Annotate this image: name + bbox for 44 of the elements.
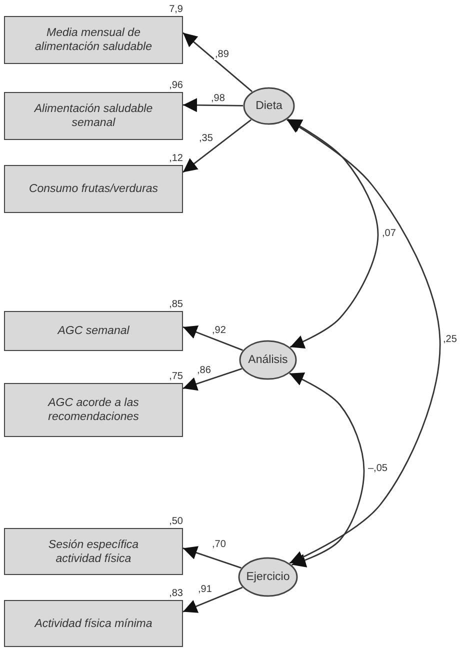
variable-label: Actividad física mínima: [33, 616, 154, 630]
variable-box: [4, 600, 183, 647]
coefficient-label: –,05: [367, 463, 388, 474]
coefficient-label: ,07: [381, 228, 397, 239]
variance-value: ,83: [169, 588, 183, 599]
variance-value: ,85: [169, 299, 183, 310]
variance-value: ,96: [169, 80, 183, 91]
variable-box: [4, 92, 183, 140]
variance-value: ,12: [169, 153, 183, 164]
variable-label: Media mensual de alimentación saludable: [34, 26, 153, 54]
variable-box: [4, 16, 183, 64]
arrow: [182, 32, 253, 92]
variable-label: Alimentación saludable semanal: [33, 102, 154, 130]
coefficient-label: ,92: [211, 325, 227, 336]
coefficient-label: ,86: [196, 365, 212, 376]
arrow: [182, 326, 243, 351]
factor-label: Dieta: [256, 100, 282, 112]
arrow: [183, 98, 244, 112]
variable-label: AGC semanal: [56, 324, 130, 338]
arrow: [182, 368, 242, 391]
coefficient-label: ,35: [198, 133, 214, 144]
arrow: [182, 119, 252, 173]
variance-value: ,50: [169, 516, 183, 527]
variable-label: AGC acorde a las recomendaciones: [46, 396, 140, 424]
coefficient-label: ,25: [442, 334, 458, 345]
variable-box: [4, 165, 183, 213]
variable-label: Sesión específica actividad física: [47, 538, 140, 566]
factor-label: Ejercicio: [246, 571, 290, 583]
arrow: [182, 586, 243, 613]
double-headed-curved-arrow: [289, 372, 365, 568]
double-headed-curved-arrow: [287, 118, 379, 348]
arrow: [182, 546, 242, 569]
coefficient-label: ,98: [210, 93, 226, 104]
variable-box: [4, 528, 183, 575]
variable-label: Consumo frutas/verduras: [28, 182, 160, 196]
variable-box: [4, 311, 183, 351]
factor-label: Análisis: [248, 354, 288, 366]
variable-box: [4, 383, 183, 437]
variance-value: 7,9: [169, 4, 183, 15]
double-headed-curved-arrow: [286, 119, 441, 564]
coefficient-label: ,70: [211, 539, 227, 550]
coefficient-label: ,91: [197, 584, 213, 595]
coefficient-label: ,89: [214, 49, 230, 60]
variance-value: ,75: [169, 371, 183, 382]
